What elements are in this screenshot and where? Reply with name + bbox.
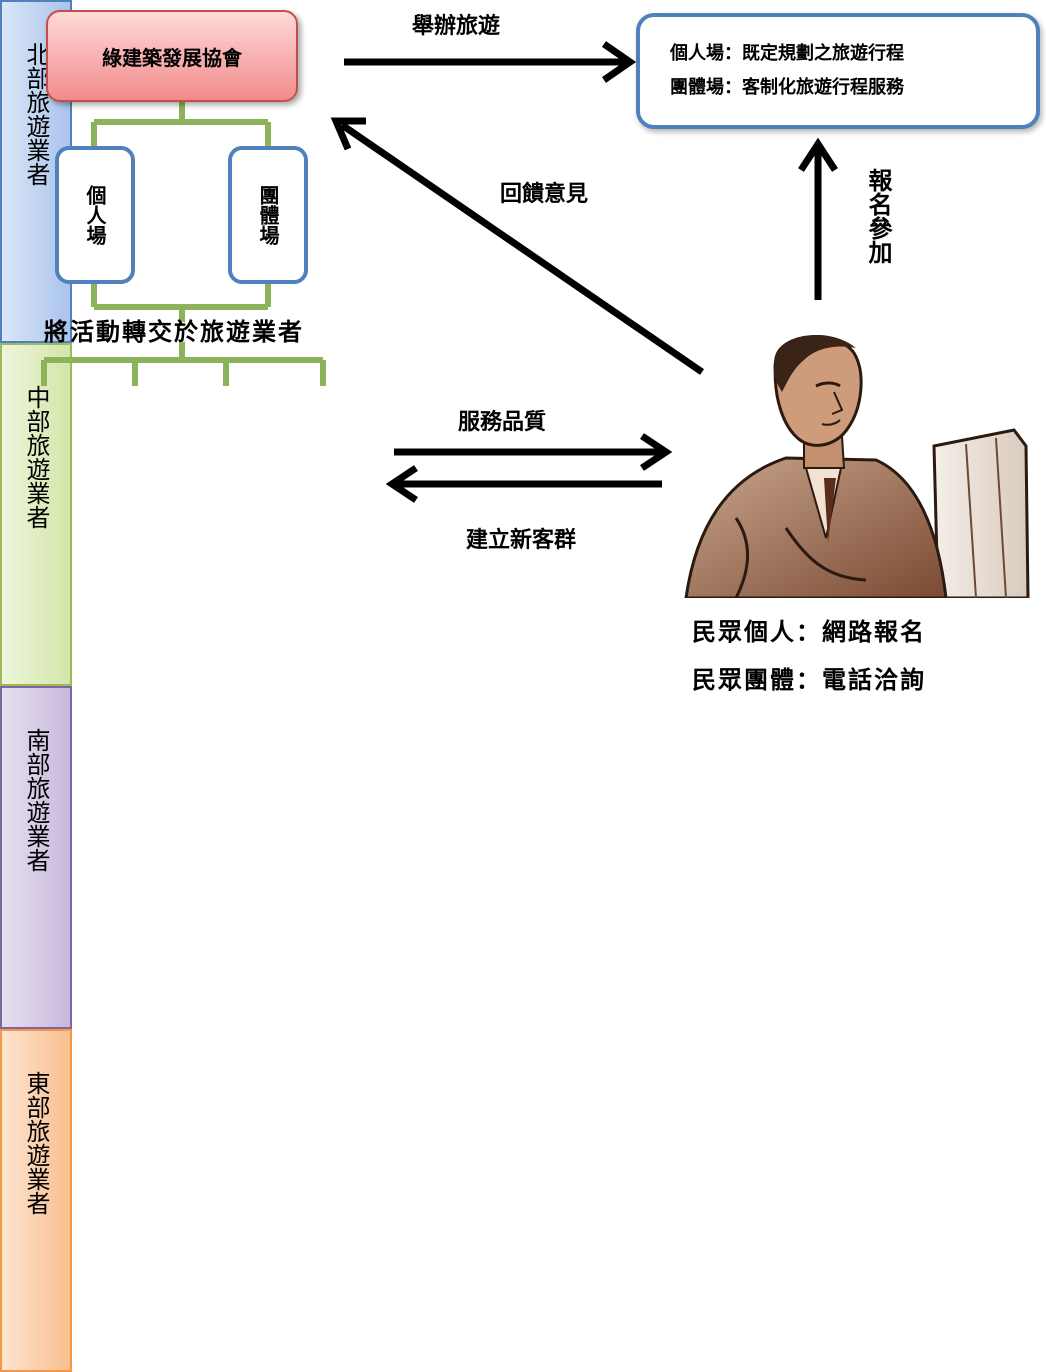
organize-tour-label: 舉辦旅遊 xyxy=(412,14,501,39)
operator-east-box: 東部旅遊業者 xyxy=(0,1029,72,1372)
individual-mode-box: 個人場 xyxy=(55,146,135,284)
operator-south-box: 南部旅遊業者 xyxy=(0,686,72,1029)
connector-lines xyxy=(41,41,838,503)
new-customers-label: 建立新客群 xyxy=(466,528,577,553)
tour-info-individual: 個人場：既定規劃之旅遊行程 xyxy=(670,43,904,64)
arrow-feedback xyxy=(340,122,704,375)
association-box: 綠建築發展協會 xyxy=(46,10,298,102)
feedback-label: 回饋意見 xyxy=(500,182,589,207)
public-individual: 民眾個人：網路報名 xyxy=(692,618,926,646)
transfer-label: 將活動轉交於旅遊業者 xyxy=(44,318,304,346)
tour-info-box: 個人場：既定規劃之旅遊行程 團體場：客制化旅遊行程服務 xyxy=(636,13,1040,129)
tour-info-group: 團體場：客制化旅遊行程服務 xyxy=(670,77,904,98)
public-group: 民眾團體：電話洽詢 xyxy=(692,666,926,694)
individual-mode-label: 個人場 xyxy=(83,185,107,245)
operator-south-label: 南部旅遊業者 xyxy=(22,728,50,872)
register-label: 報名參加 xyxy=(864,168,892,264)
operator-central-label: 中部旅遊業者 xyxy=(22,385,50,529)
operator-east-label: 東部旅遊業者 xyxy=(22,1071,50,1215)
operator-central-box: 中部旅遊業者 xyxy=(0,343,72,686)
person-at-computer-icon xyxy=(684,335,1030,598)
association-label: 綠建築發展協會 xyxy=(102,45,242,70)
operator-north-label: 北部旅遊業者 xyxy=(22,42,50,186)
service-quality-label: 服務品質 xyxy=(458,410,547,435)
public-info: 民眾個人：網路報名 民眾團體：電話洽詢 xyxy=(692,608,926,704)
group-mode-label: 團體場 xyxy=(256,185,280,245)
group-mode-box: 團體場 xyxy=(228,146,308,284)
